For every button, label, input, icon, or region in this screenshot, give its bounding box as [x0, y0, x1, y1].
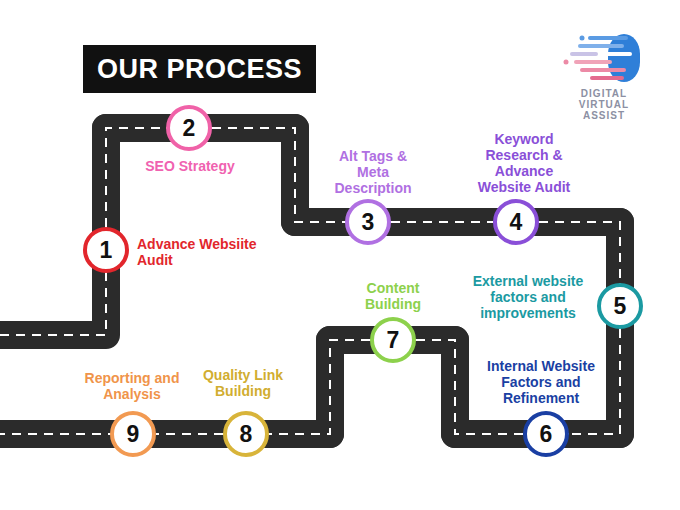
step-circle: 4Keyword Research & Advance Website Audi… — [493, 199, 539, 245]
step-circle: 1Advance Websiite Audit — [83, 227, 129, 273]
logo-bar — [590, 76, 624, 80]
step-number: 1 — [100, 239, 113, 262]
step-label: Internal Website Factors and Refinement — [475, 358, 607, 406]
step-circle: 3Alt Tags & Meta Description — [345, 199, 391, 245]
logo-text: DIGITAL VIRTUAL ASSIST — [566, 88, 642, 121]
step-number: 8 — [240, 423, 253, 446]
logo-bar — [602, 52, 632, 56]
logo-bar — [570, 52, 598, 56]
logo-bar — [578, 44, 624, 48]
title-banner: OUR PROCESS — [83, 45, 316, 93]
road-segment — [156, 420, 223, 448]
step-number: 9 — [127, 423, 140, 446]
road-segment — [212, 128, 345, 222]
step-label: Quality Link Building — [194, 367, 292, 399]
logo-graphic — [560, 28, 650, 88]
road-centerline — [0, 128, 620, 434]
road-centerline — [212, 128, 345, 222]
road — [0, 128, 620, 434]
step-number: 7 — [387, 329, 400, 352]
logo-bar — [608, 34, 640, 82]
step-number: 2 — [183, 117, 196, 140]
logo-bar — [580, 68, 626, 72]
road-segment — [391, 208, 493, 236]
step-circle: 9Reporting and Analysis — [110, 411, 156, 457]
logo-bar — [588, 36, 628, 40]
step-number: 3 — [362, 211, 375, 234]
road-connector — [106, 128, 166, 227]
road-centerline — [269, 340, 370, 434]
logo-bar — [574, 60, 612, 64]
title: OUR PROCESS — [97, 54, 302, 85]
step-number: 6 — [540, 423, 553, 446]
step-label: External website factors and improvement… — [472, 273, 584, 321]
road-connector — [269, 340, 370, 434]
step-label: Reporting and Analysis — [78, 370, 186, 402]
step-number: 4 — [510, 211, 523, 234]
road-connector — [212, 128, 345, 222]
step-label: Keyword Research & Advance Website Audit — [472, 131, 576, 195]
step-circle: 6Internal Website Factors and Refinement — [523, 411, 569, 457]
logo-dot — [564, 60, 569, 65]
road-segment — [106, 128, 166, 227]
step-circle: 2SEO Strategy — [166, 105, 212, 151]
road-connector — [391, 222, 493, 223]
road-centerline — [106, 128, 166, 227]
road-centerline — [391, 221, 493, 223]
step-circle: 7Content Building — [370, 317, 416, 363]
step-label: Advance Websiite Audit — [137, 236, 267, 268]
road-centerline — [156, 433, 223, 435]
step-circle: 8Quality Link Building — [223, 411, 269, 457]
road-connector — [156, 434, 223, 435]
step-label: Alt Tags & Meta Description — [327, 148, 419, 196]
step-label: SEO Strategy — [125, 158, 255, 174]
step-circle: 5External website factors and improvemen… — [597, 283, 643, 329]
step-label: Content Building — [351, 280, 435, 312]
step-number: 5 — [614, 295, 627, 318]
logo-dot — [580, 36, 585, 41]
road-segment — [269, 340, 370, 434]
